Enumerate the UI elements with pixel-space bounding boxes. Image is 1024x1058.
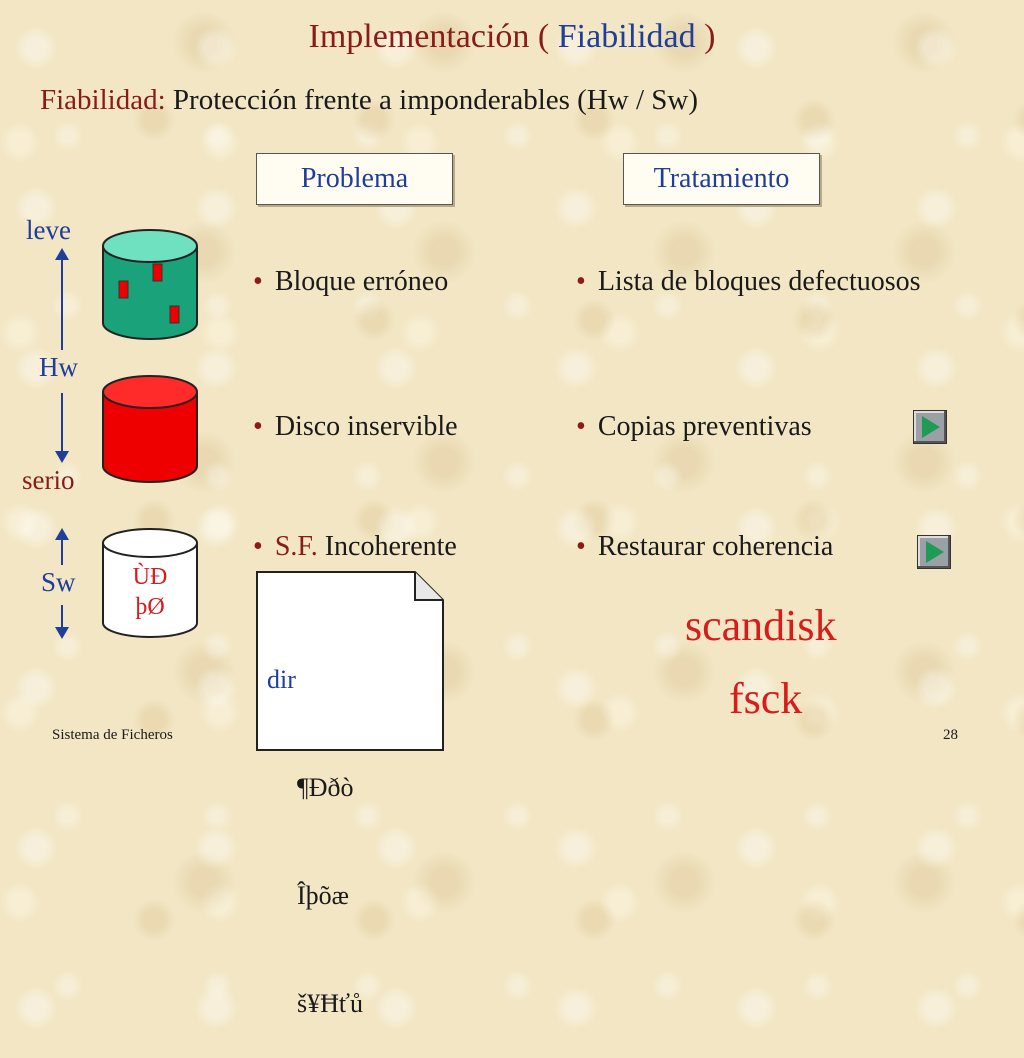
title-prefix: Implementación ( (308, 18, 558, 55)
treatment-item-3: • Restaurar coherencia (576, 531, 833, 563)
problem-text: Bloque erróneo (274, 266, 449, 297)
bullet: • (253, 411, 263, 442)
subtitle-text: Protección frente a imponderables (Hw / … (165, 84, 698, 116)
document-icon (256, 571, 444, 751)
problem-item-2: • Disco inservible (253, 411, 458, 443)
play-button-restaurar[interactable] (917, 535, 951, 569)
bullet: • (576, 531, 586, 562)
play-button-copias[interactable] (913, 410, 947, 444)
bullet: • (576, 411, 586, 442)
dir-line-2: Îþõæ (297, 881, 349, 910)
command-fsck: fsck (729, 674, 803, 723)
problem-text: Incoherente (317, 531, 457, 562)
problem-item-1: • Bloque erróneo (253, 266, 448, 298)
bullet: • (253, 266, 263, 297)
scale-serio: serio (22, 465, 75, 495)
arrow-down-hw (55, 393, 69, 463)
slide-title: Implementación ( Fiabilidad ) (0, 18, 1024, 56)
dir-line-3: š¥Ħťů (297, 989, 364, 1018)
treatment-text: Restaurar coherencia (597, 531, 834, 562)
dir-line-1: ¶Ððò (297, 773, 354, 802)
treatment-text: Lista de bloques defectuosos (597, 266, 921, 297)
subtitle: Fiabilidad: Protección frente a imponder… (40, 84, 698, 117)
header-problema: Problema (256, 153, 453, 205)
arrow-down-sw (55, 605, 69, 639)
title-keyword: Fiabilidad (557, 18, 696, 55)
sw-cylinder-line2: þØ (135, 594, 165, 620)
cylinder-red-icon (102, 375, 198, 483)
command-scandisk: scandisk (685, 601, 837, 650)
bullet: • (576, 266, 586, 297)
treatment-item-1: • Lista de bloques defectuosos (576, 266, 921, 298)
treatment-text: Copias preventivas (597, 411, 812, 442)
cylinder-white-icon (102, 528, 198, 638)
title-suffix: ) (695, 18, 716, 55)
problem-item-3: • S.F. Incoherente (253, 531, 457, 563)
bullet: • (253, 531, 263, 562)
cylinder-green-icon (102, 229, 198, 340)
header-tratamiento: Tratamiento (623, 153, 820, 205)
sw-cylinder-text: ÙÐ þØ (100, 562, 200, 622)
arrow-up-hw (55, 248, 69, 350)
problem-red-text: S.F. (274, 531, 318, 562)
scale-hw: Hw (39, 352, 78, 382)
footer-title: Sistema de Ficheros (52, 727, 173, 743)
treatment-item-2: • Copias preventivas (576, 411, 812, 443)
sw-cylinder-line1: ÙÐ (132, 564, 168, 590)
arrow-up-sw (55, 528, 69, 565)
subtitle-label: Fiabilidad: (40, 84, 166, 116)
dir-document-text: dir ¶Ððò Îþõæ š¥Ħťů (267, 590, 363, 1058)
problem-text: Disco inservible (274, 411, 458, 442)
scale-leve: leve (26, 215, 71, 245)
scale-sw: Sw (41, 567, 76, 597)
footer-page-number: 28 (943, 727, 958, 743)
dir-title: dir (267, 665, 296, 694)
